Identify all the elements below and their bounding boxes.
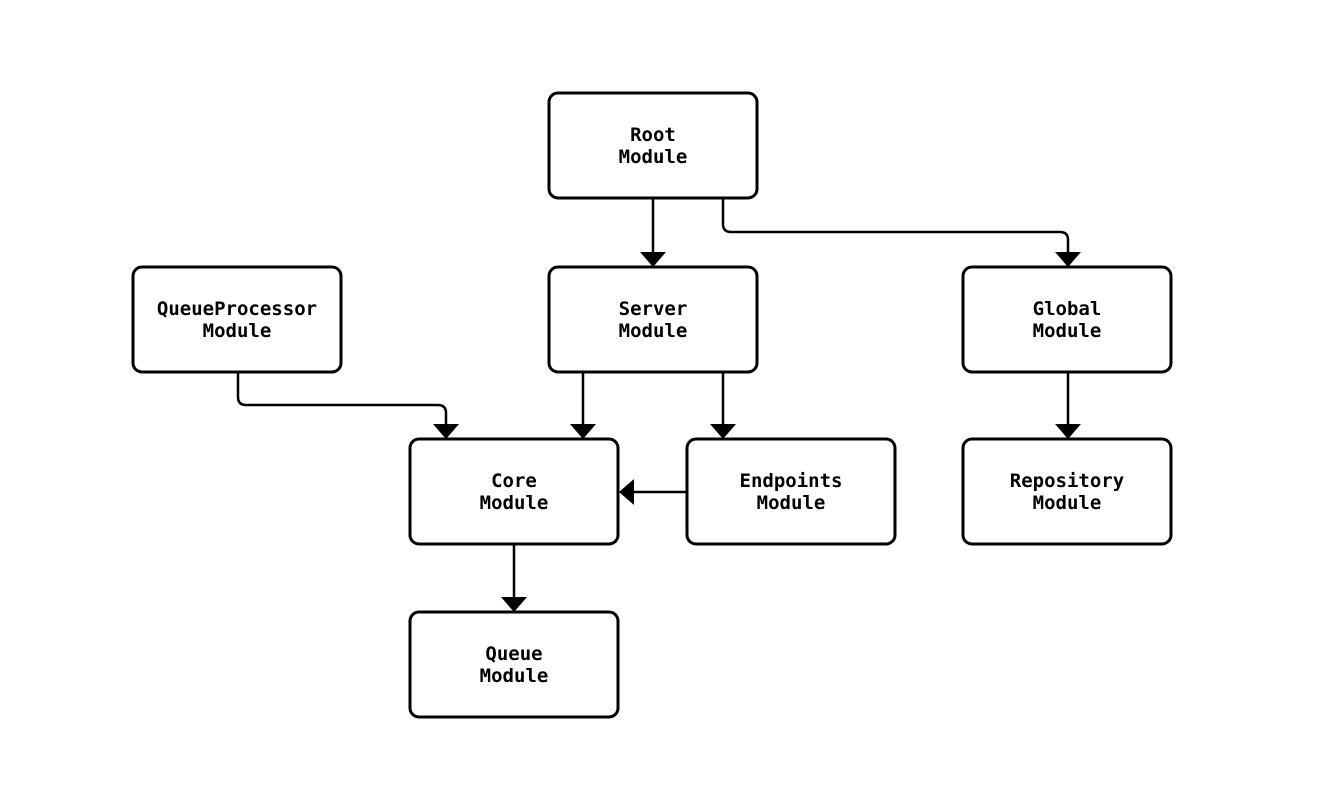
arrowhead-icon [710,424,736,439]
node-box [408,437,620,546]
edge-core-queue [501,544,527,612]
node-box [131,265,343,374]
arrowhead-icon [570,424,596,439]
edge-line [236,372,448,424]
edge-queueprocessor-core [236,372,459,439]
edge-root-server [640,198,666,267]
arrowhead-icon [640,252,666,267]
node-box [961,265,1173,374]
arrowhead-icon [433,424,459,439]
node-box [408,610,620,719]
edge-endpoints-core [619,479,687,505]
node-box [547,91,759,200]
node-box [547,265,759,374]
edge-server-endpoints [710,372,736,439]
edge-line [721,198,1070,252]
arrowhead-icon [1055,424,1081,439]
edge-server-core [570,372,596,439]
edge-root-global [721,198,1081,267]
arrowhead-icon [619,479,634,505]
arrowhead-icon [501,597,527,612]
node-box [961,437,1173,546]
node-box [685,437,897,546]
edge-layer [236,198,1081,612]
edge-global-repository [1055,372,1081,439]
arrowhead-icon [1055,252,1081,267]
